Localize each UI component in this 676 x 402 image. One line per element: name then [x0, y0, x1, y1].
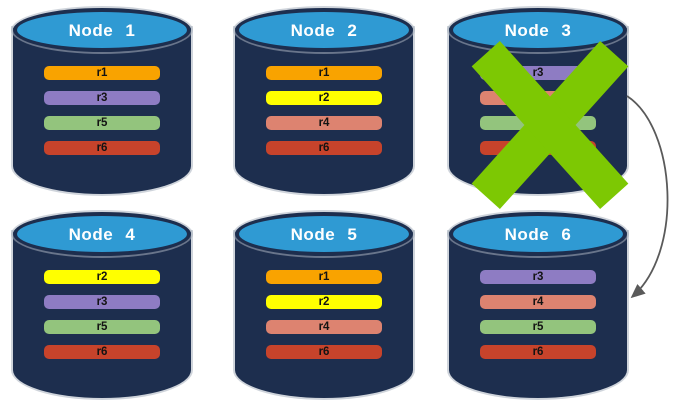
node-6: Node 6 r3 r4 r5 r6	[449, 212, 627, 398]
arrow-curve	[626, 95, 669, 299]
node-6-label: Node 6	[504, 224, 572, 244]
replica-bar-r5: r5	[44, 320, 160, 334]
node-4: Node 4 r2 r3 r5 r6	[13, 212, 191, 398]
replica-bar-r3: r3	[44, 91, 160, 105]
replica-bar-r6: r6	[44, 345, 160, 359]
replica-bar-r6: r6	[266, 141, 382, 155]
replica-bar-r5: r5	[44, 116, 160, 130]
node-5-cylinder-top: Node 5	[235, 212, 413, 256]
replica-bar-r6: r6	[480, 345, 596, 359]
replica-bar-r1: r1	[266, 270, 382, 284]
node-2: Node 2 r1 r2 r4 r6	[235, 8, 413, 194]
replica-bar-r3: r3	[480, 270, 596, 284]
replica-bar-r1: r1	[44, 66, 160, 80]
replica-bar-r4: r4	[480, 295, 596, 309]
replica-bar-r4: r4	[266, 320, 382, 334]
failure-x-icon	[471, 40, 629, 210]
node-1-label: Node 1	[68, 20, 136, 40]
replica-bar-r2: r2	[44, 270, 160, 284]
node-2-replica-list: r1 r2 r4 r6	[235, 66, 413, 155]
node-5-label: Node 5	[290, 224, 358, 244]
replica-bar-r2: r2	[266, 295, 382, 309]
replica-bar-r6: r6	[266, 345, 382, 359]
replica-bar-r5: r5	[480, 320, 596, 334]
node-5: Node 5 r1 r2 r4 r6	[235, 212, 413, 398]
node-3-label: Node 3	[504, 20, 572, 40]
node-4-cylinder-top: Node 4	[13, 212, 191, 256]
node-5-replica-list: r1 r2 r4 r6	[235, 270, 413, 359]
node-4-replica-list: r2 r3 r5 r6	[13, 270, 191, 359]
replica-bar-r4: r4	[266, 116, 382, 130]
node-5-cylinder-body	[235, 232, 413, 398]
node-1-replica-list: r1 r3 r5 r6	[13, 66, 191, 155]
node-1-cylinder-top: Node 1	[13, 8, 191, 52]
node-4-label: Node 4	[68, 224, 136, 244]
replica-bar-r1: r1	[266, 66, 382, 80]
node-6-cylinder-top: Node 6	[449, 212, 627, 256]
node-1-cylinder-body	[13, 28, 191, 194]
node-2-label: Node 2	[290, 20, 358, 40]
replica-bar-r3: r3	[44, 295, 160, 309]
replica-bar-r6: r6	[44, 141, 160, 155]
node-6-replica-list: r3 r4 r5 r6	[449, 270, 627, 359]
node-2-cylinder-top: Node 2	[235, 8, 413, 52]
node-1: Node 1 r1 r3 r5 r6	[13, 8, 191, 194]
replica-bar-r2: r2	[266, 91, 382, 105]
node-6-cylinder-body	[449, 232, 627, 398]
node-4-cylinder-body	[13, 232, 191, 398]
node-2-cylinder-body	[235, 28, 413, 194]
